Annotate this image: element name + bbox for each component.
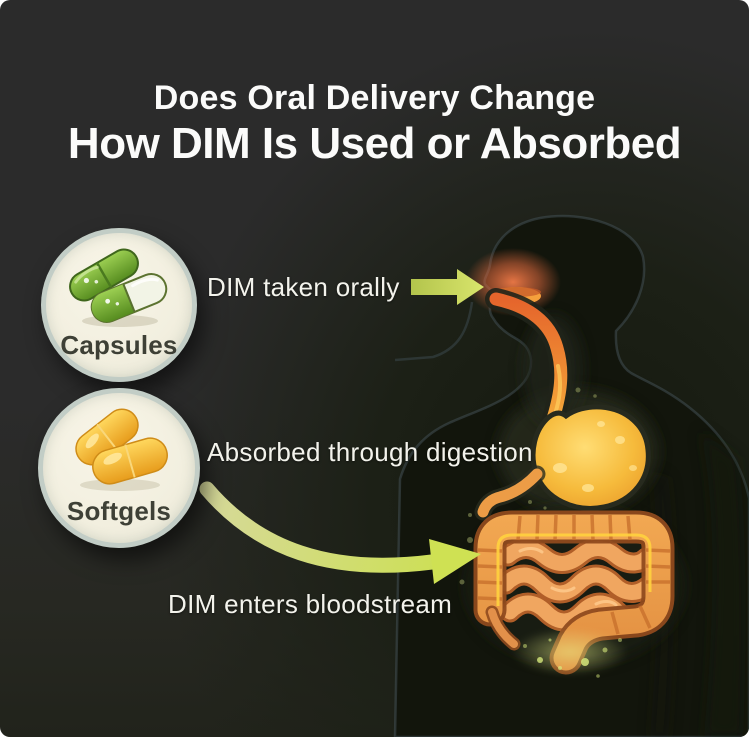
softgels-badge: Softgels — [38, 388, 200, 548]
stomach — [474, 404, 651, 521]
glow-particles — [523, 638, 622, 678]
capsules-label: Capsules — [60, 330, 178, 360]
title-line-2: How DIM Is Used or Absorbed — [67, 118, 682, 168]
step-taken-orally: DIM taken orally — [207, 272, 400, 302]
step-enters-bloodstream: DIM enters bloodstream — [168, 589, 453, 619]
step-absorbed-digestion: Absorbed through digestion — [207, 437, 533, 467]
softgels-label: Softgels — [66, 496, 172, 526]
large-intestine — [473, 510, 675, 675]
softgels-icon — [75, 408, 168, 491]
page-title: Does Oral Delivery Change How DIM Is Use… — [0, 78, 749, 169]
appendix — [488, 608, 518, 648]
bloodstream-glow — [512, 628, 628, 676]
arrow-to-mouth-icon — [411, 269, 484, 305]
capsules-badge: Capsules — [41, 228, 197, 382]
title-line-1: Does Oral Delivery Change — [153, 79, 596, 117]
curved-arrow-to-intestines-icon — [199, 481, 481, 584]
capsules-icon — [69, 248, 168, 327]
chest-outline — [394, 301, 474, 362]
